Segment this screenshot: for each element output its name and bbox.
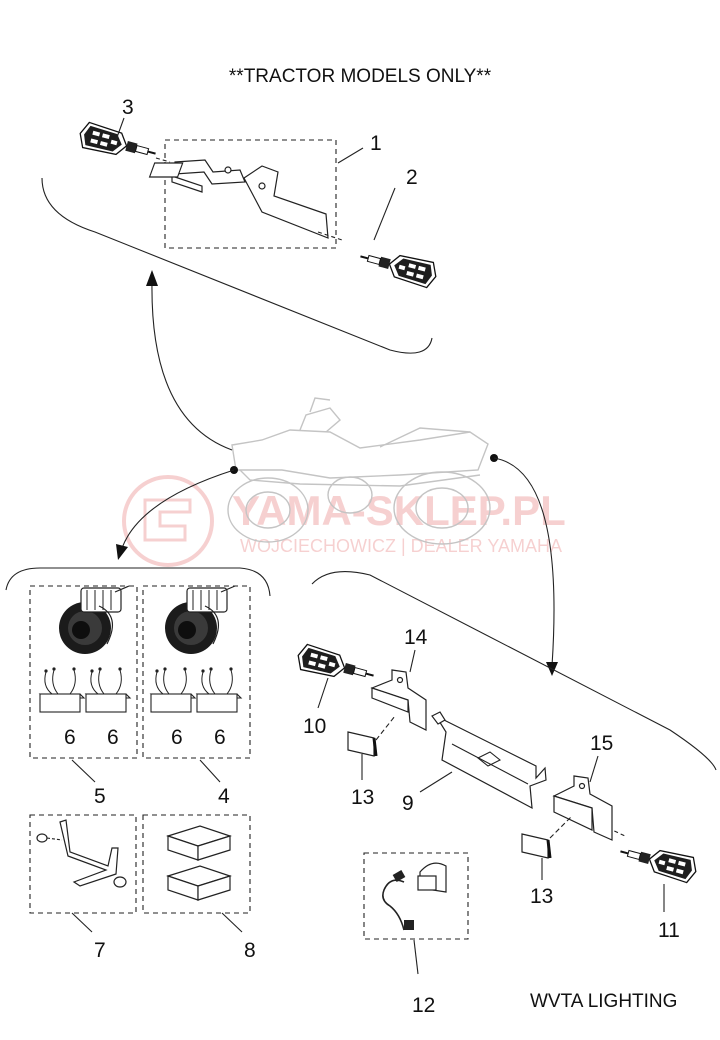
watermark-subtitle: WOJCIECHOWICZ | DEALER YAMAHA xyxy=(240,536,562,556)
fog-light-5-icon xyxy=(58,585,130,655)
atv-silhouette xyxy=(227,397,491,545)
part-label-10: 10 xyxy=(303,715,326,738)
part-label-15: 15 xyxy=(590,732,613,755)
part-label-6c: 6 xyxy=(171,726,183,749)
part-label-9: 9 xyxy=(402,792,414,815)
plate-lamp-12-icon xyxy=(382,862,447,931)
relay-box-6c-icon xyxy=(150,666,196,713)
watermark: YAMA-SKLEP.PL WOJCIECHOWICZ | DEALER YAM… xyxy=(122,475,566,567)
part-5-box xyxy=(29,585,138,759)
part-label-3: 3 xyxy=(122,96,134,119)
header-title: **TRACTOR MODELS ONLY** xyxy=(229,66,492,87)
part-7-box xyxy=(29,814,137,914)
relay-box-6d-icon xyxy=(196,666,242,713)
turn-signal-10-icon xyxy=(293,641,378,690)
turn-signal-2-icon xyxy=(356,242,441,291)
part-label-4: 4 xyxy=(218,785,230,808)
part-1-box xyxy=(164,139,337,249)
part-label-5: 5 xyxy=(94,785,106,808)
left-group: 6 6 6 6 5 4 7 8 xyxy=(5,567,271,962)
turn-signal-11-icon xyxy=(616,837,701,886)
part-label-11: 11 xyxy=(658,919,680,942)
part-label-8: 8 xyxy=(244,939,256,962)
top-group: 1 2 3 xyxy=(41,96,441,354)
turn-signal-3-icon xyxy=(75,119,160,168)
part-label-12: 12 xyxy=(412,994,435,1017)
watermark-brand: YAMA-SKLEP.PL xyxy=(232,487,566,534)
part-label-13b: 13 xyxy=(530,885,553,908)
left-group-bracket xyxy=(5,567,271,597)
part-label-7: 7 xyxy=(94,939,106,962)
footer-caption: WVTA LIGHTING xyxy=(530,991,677,1012)
part-label-6a: 6 xyxy=(64,726,76,749)
relay-box-6b-icon xyxy=(85,666,131,713)
right-group-bracket xyxy=(311,571,717,771)
part-label-6b: 6 xyxy=(107,726,119,749)
relay-box-6a-icon xyxy=(39,666,85,713)
watermark-logo-icon xyxy=(122,475,214,567)
right-group: 14 10 13 9 15 13 11 12 xyxy=(293,571,717,1017)
part-label-13a: 13 xyxy=(351,786,374,809)
reflector-13b-icon xyxy=(521,833,552,859)
part-label-1: 1 xyxy=(370,132,382,155)
part-8-box xyxy=(142,814,251,914)
fog-light-4-icon xyxy=(164,585,236,655)
part-12-box xyxy=(363,852,469,940)
part-4-box xyxy=(142,585,251,759)
top-group-bracket xyxy=(41,177,433,354)
part-label-2: 2 xyxy=(406,166,418,189)
part-label-14: 14 xyxy=(404,626,428,649)
part-label-6d: 6 xyxy=(214,726,226,749)
reflector-13a-icon xyxy=(347,731,378,757)
